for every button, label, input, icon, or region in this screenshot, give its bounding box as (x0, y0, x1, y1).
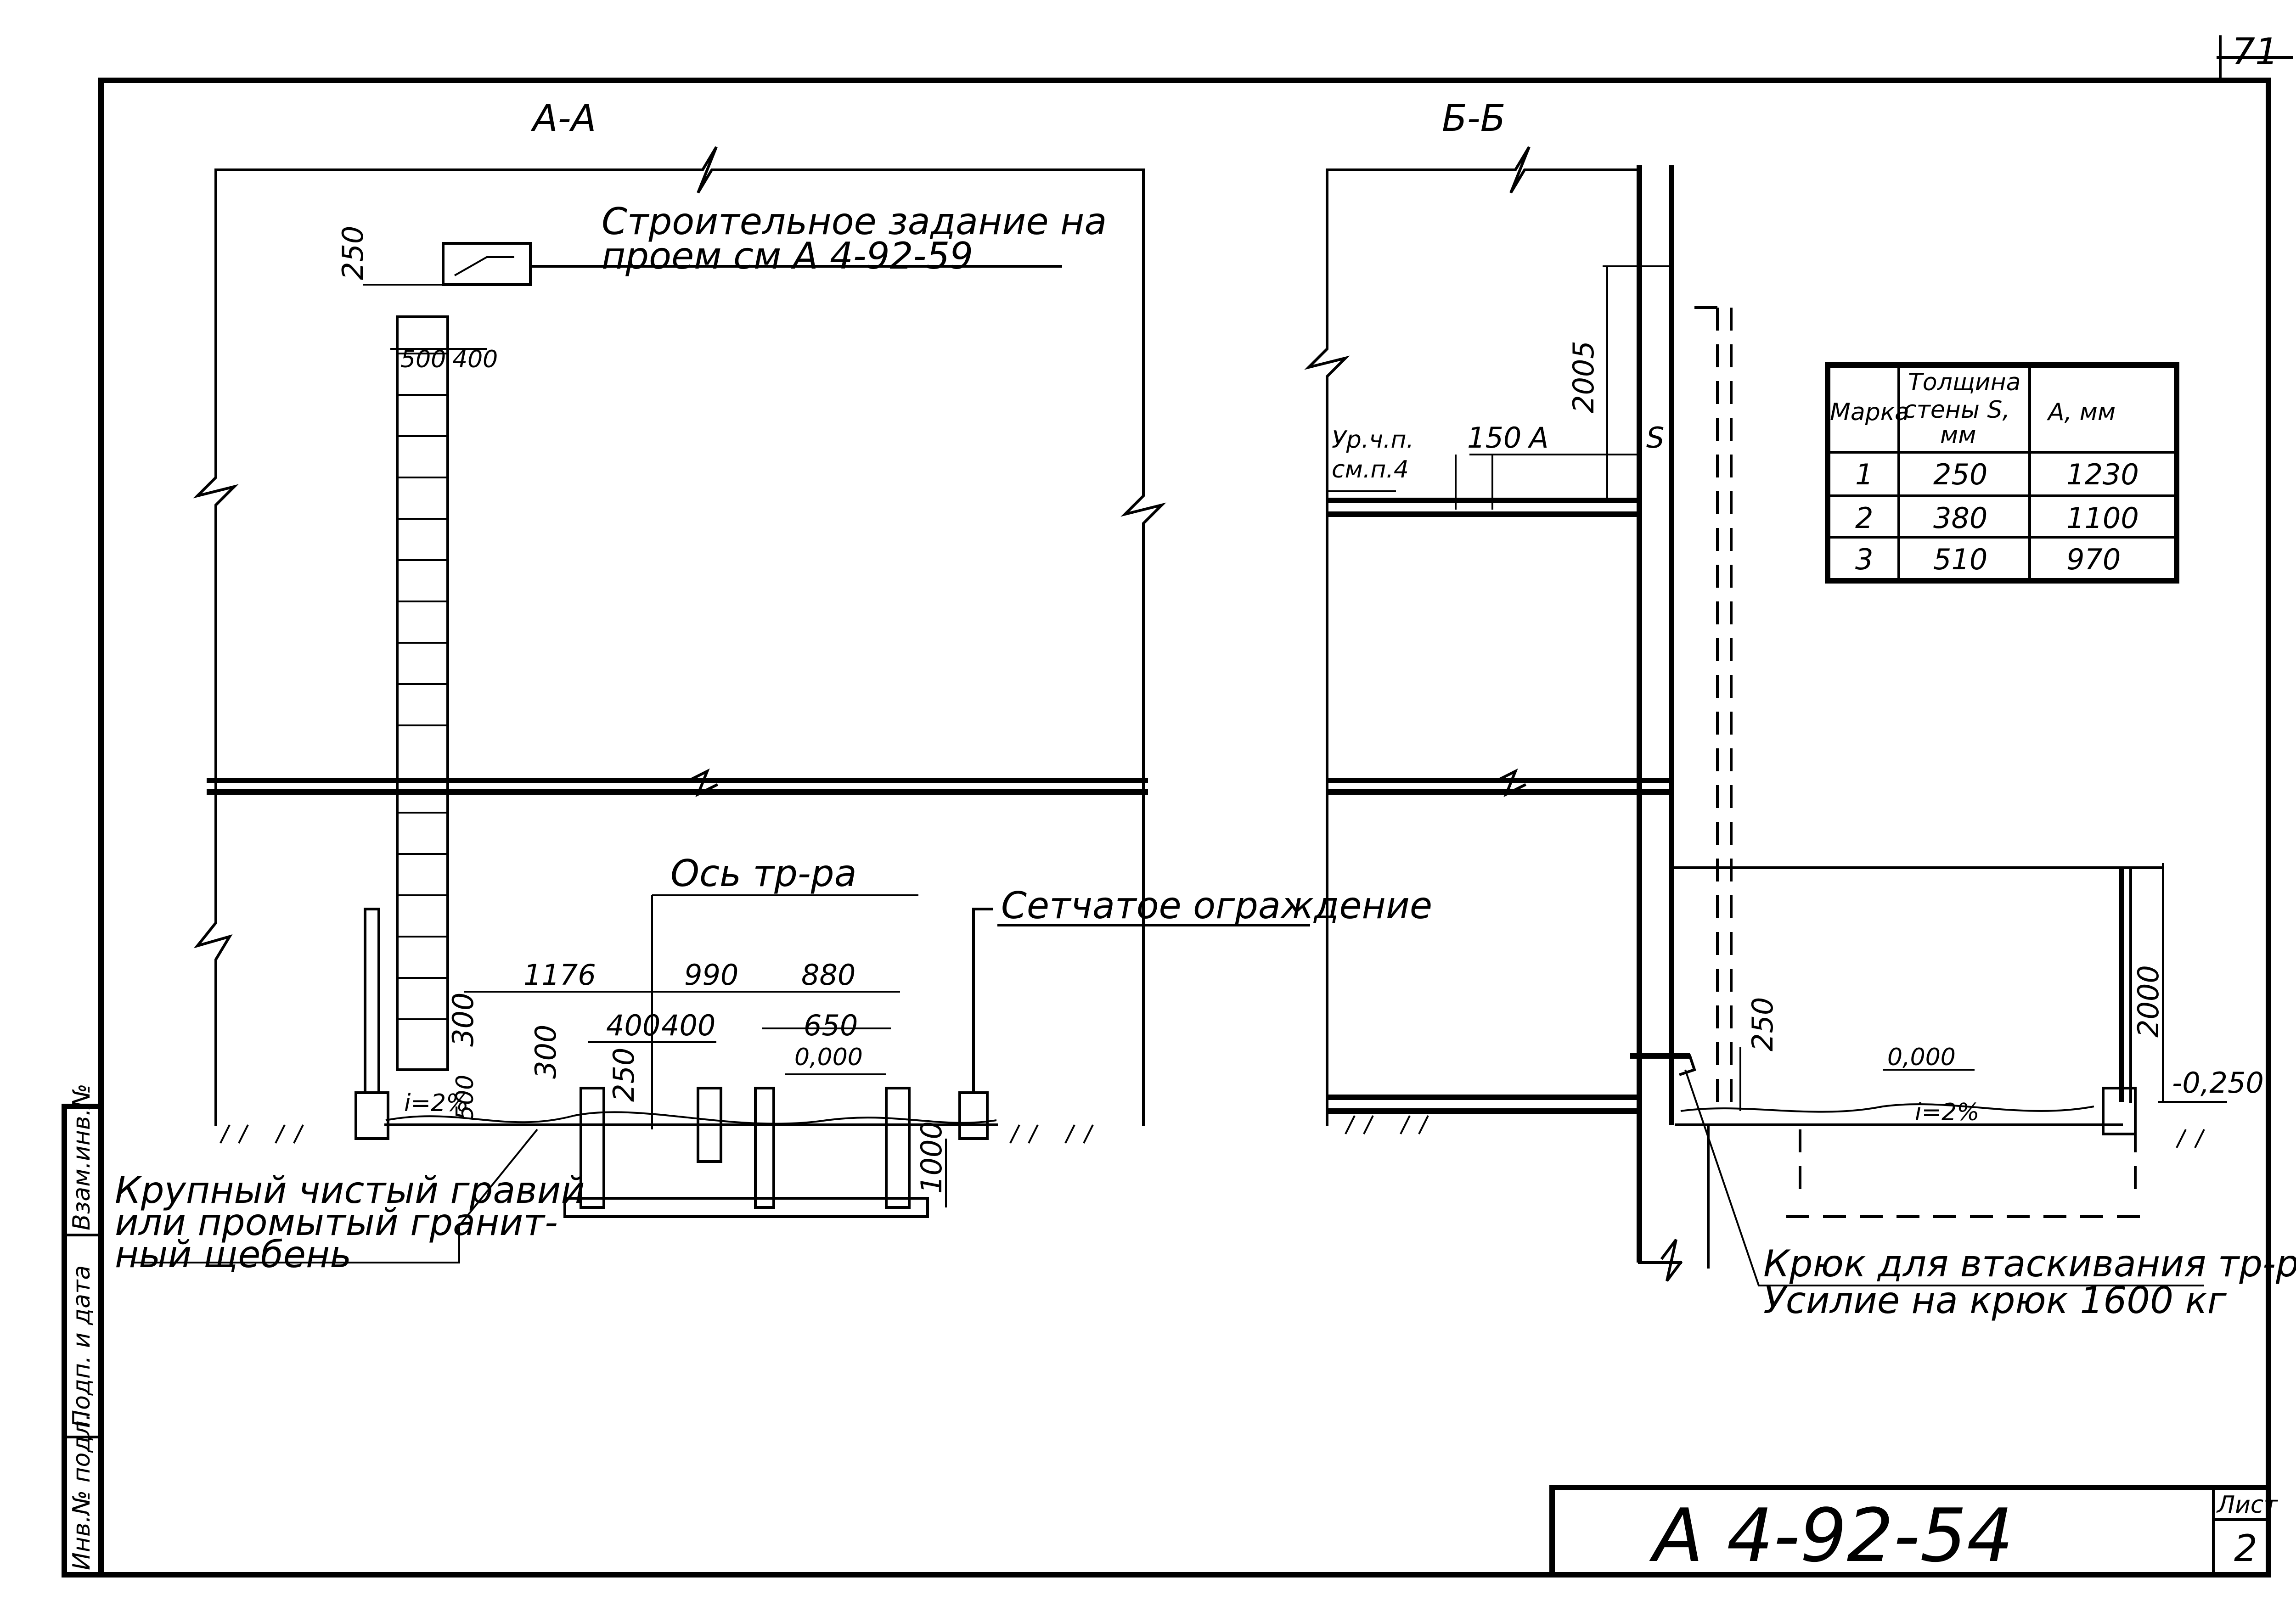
stamp-vzam-inv: Взам.инв.№ (68, 1084, 96, 1230)
sheet-number: 2 (2234, 1527, 2257, 1570)
section-aa-title: А-А (530, 97, 596, 140)
note-mesh-fence: Сетчатое ограждение (1001, 884, 1432, 927)
note-gravel-2: или промытый гранит- (115, 1201, 558, 1244)
dashed-foundation (1786, 1129, 2144, 1218)
note-gravel-1: Крупный чистый гравий (115, 1169, 585, 1212)
level-neg-bb: -0,250 (2172, 1066, 2264, 1100)
dim-1000: 1000 (915, 1121, 948, 1194)
title-block: А 4-92-54 Лист 2 (1549, 1485, 2278, 1578)
dim-300-b: 300 (529, 1025, 563, 1079)
dimension-lines-bb (1327, 265, 2227, 1111)
table-cell: 3 (1855, 543, 1873, 576)
level-zero-bb: 0,000 (1887, 1044, 1956, 1071)
stamp-podp-data: Подп. и дата (68, 1265, 96, 1428)
dim-500-b: 500 (451, 1075, 479, 1120)
page-number: 71 (2232, 30, 2279, 73)
table-header-thickness-1: Толщина (1908, 369, 2020, 396)
wall-thickness-table: Марка Толщина стены S, мм А, мм 1 250 12… (1825, 362, 2179, 584)
dim-400: 400 (452, 346, 498, 373)
note-pipe-axis: Ось тр-ра (670, 852, 857, 895)
table-header-a: А, мм (2047, 399, 2116, 426)
table-header-mark: Марка (1830, 399, 1909, 426)
floor-level-2: см.п.4 (1332, 456, 1409, 483)
table-cell: 2 (1855, 501, 1873, 535)
note-hook-2: Усилие на крюк 1600 кг (1763, 1279, 2227, 1322)
table-cell: 1 (1855, 458, 1873, 491)
table-header-thickness-3: мм (1940, 421, 1976, 449)
dim-300-a: 300 (446, 993, 480, 1047)
section-aa: А-А (115, 97, 1432, 1276)
note-construction-1: Строительное задание на (602, 200, 1107, 243)
dim-650: 650 (804, 1009, 858, 1042)
ladder-rungs (397, 353, 448, 1020)
stamp-inv-podl: Инв.№ подл. (68, 1413, 96, 1570)
table-cell: 970 (2066, 543, 2121, 576)
dim-400-c: 400 (661, 1009, 715, 1042)
dim-990: 990 (684, 958, 738, 992)
note-gravel-3: ный щебень (115, 1233, 351, 1276)
section-bb-title: Б-Б (1442, 97, 1506, 140)
sheet-label: Лист (2216, 1491, 2278, 1519)
ground-hatch-aa (219, 1124, 1094, 1144)
table-cell: 250 (1933, 458, 1987, 491)
dim-2000: 2000 (2132, 965, 2165, 1038)
dim-2005: 2005 (1567, 341, 1600, 413)
table-cell: 380 (1933, 501, 1987, 535)
table-header-thickness-2: стены S, (1903, 396, 2010, 424)
dim-s: S (1646, 421, 1664, 455)
level-zero-aa: 0,000 (794, 1044, 863, 1071)
note-construction-2: проем см А 4-92-59 (602, 235, 973, 277)
doc-code: А 4-92-54 (1649, 1493, 2014, 1578)
dashed-beam (1694, 306, 1733, 1102)
dim-250-b: 250 (607, 1048, 641, 1102)
floor-level-1: Ур.ч.п. (1332, 426, 1414, 454)
note-hook-1: Крюк для втаскивания тр-ра (1763, 1242, 2296, 1285)
side-stamp: Инв.№ подл. Подп. и дата Взам.инв.№ (62, 1084, 104, 1578)
dim-400-b: 400 (606, 1009, 660, 1042)
sheet-frame: 71 (98, 30, 2293, 1578)
section-bb: Б-Б (1304, 97, 2296, 1322)
table-cell: 510 (1933, 543, 1987, 576)
dim-880: 880 (801, 958, 855, 992)
dim-a: А (1527, 421, 1548, 455)
dim-1176: 1176 (523, 958, 596, 992)
table-cell: 1230 (2066, 458, 2139, 491)
dim-500: 500 (400, 346, 446, 373)
dim-250-bb: 250 (1746, 997, 1779, 1051)
table-cell: 1100 (2066, 501, 2139, 535)
dim-250: 250 (336, 226, 370, 280)
slope-bb: i=2% (1915, 1099, 1980, 1126)
dim-150: 150 (1467, 421, 1521, 455)
dimension-lines-aa (133, 284, 947, 1263)
ground-hatch-bb (1345, 1115, 2205, 1148)
slope-aa: i=2% (404, 1089, 469, 1117)
